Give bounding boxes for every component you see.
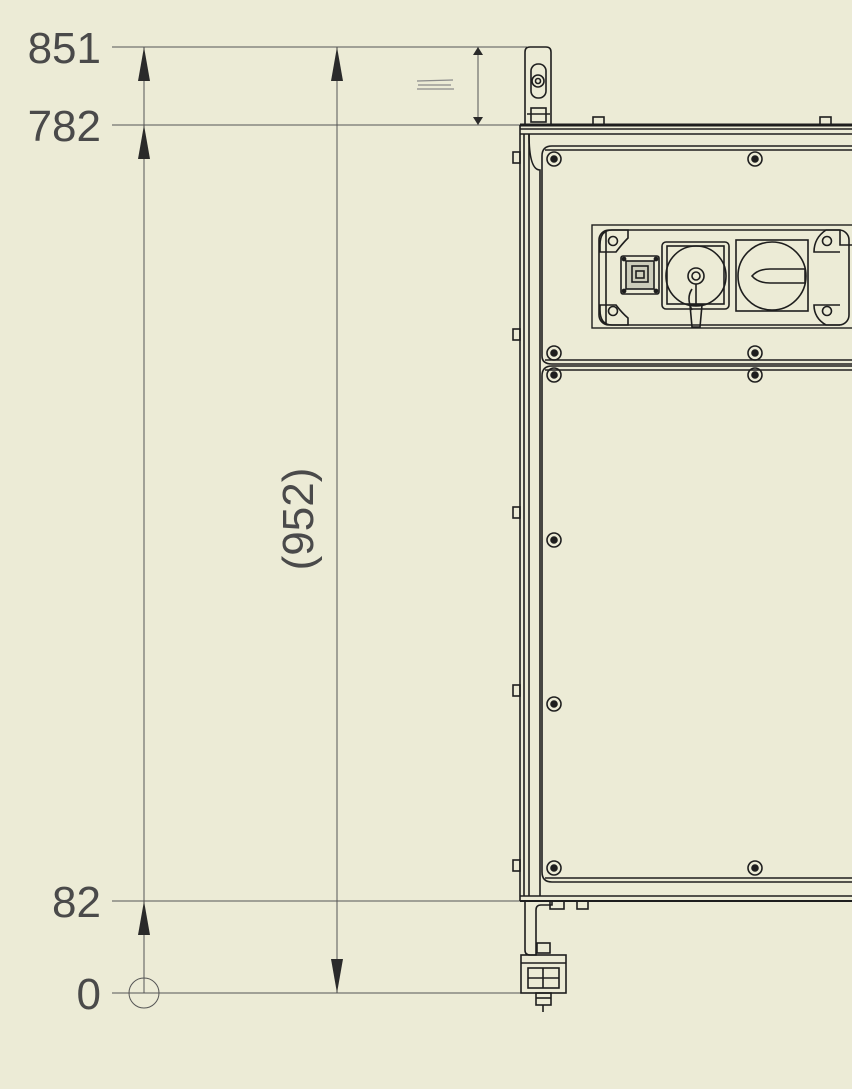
enclosure-left-wall bbox=[512, 125, 852, 902]
screw-icon bbox=[747, 860, 763, 876]
connector-panel bbox=[591, 224, 852, 329]
leveling-foot bbox=[520, 942, 567, 1012]
screw-icon bbox=[747, 367, 763, 383]
power-connector-icon bbox=[661, 241, 730, 328]
enclosure-side-view bbox=[512, 46, 852, 1012]
screw-icon bbox=[747, 345, 763, 361]
ordinate-dimension-set bbox=[112, 46, 527, 1009]
rotary-switch-icon bbox=[735, 239, 809, 312]
bottom-mounting-bracket bbox=[524, 900, 589, 956]
arrowhead bbox=[331, 959, 343, 993]
arrowhead bbox=[473, 117, 483, 125]
arrowhead bbox=[331, 47, 343, 81]
dimension-arrowheads bbox=[138, 47, 483, 993]
reference-dimension-952: (952) bbox=[274, 468, 323, 571]
screw-icon bbox=[546, 151, 562, 167]
screw-icon bbox=[546, 696, 562, 712]
ordinate-label-0: 0 bbox=[77, 970, 101, 1019]
arrowhead bbox=[473, 47, 483, 55]
small-dimension-text-blurred bbox=[416, 79, 454, 90]
screw-icon bbox=[546, 367, 562, 383]
screw-icon bbox=[546, 345, 562, 361]
screw-icon bbox=[546, 860, 562, 876]
arrowhead bbox=[138, 47, 150, 81]
ordinate-label-82: 82 bbox=[52, 878, 101, 927]
ordinate-label-782: 782 bbox=[28, 102, 101, 151]
ethernet-port-icon bbox=[620, 255, 660, 295]
upper-door-panel bbox=[541, 145, 852, 365]
arrowhead bbox=[138, 125, 150, 159]
lower-door-panel bbox=[541, 365, 852, 883]
panel-screws bbox=[546, 151, 763, 876]
ordinate-label-851: 851 bbox=[28, 24, 101, 73]
screw-icon bbox=[747, 151, 763, 167]
top-mounting-bracket bbox=[524, 46, 552, 125]
screw-icon bbox=[546, 532, 562, 548]
ordinate-origin-marker bbox=[128, 977, 160, 1009]
arrowhead bbox=[138, 901, 150, 935]
